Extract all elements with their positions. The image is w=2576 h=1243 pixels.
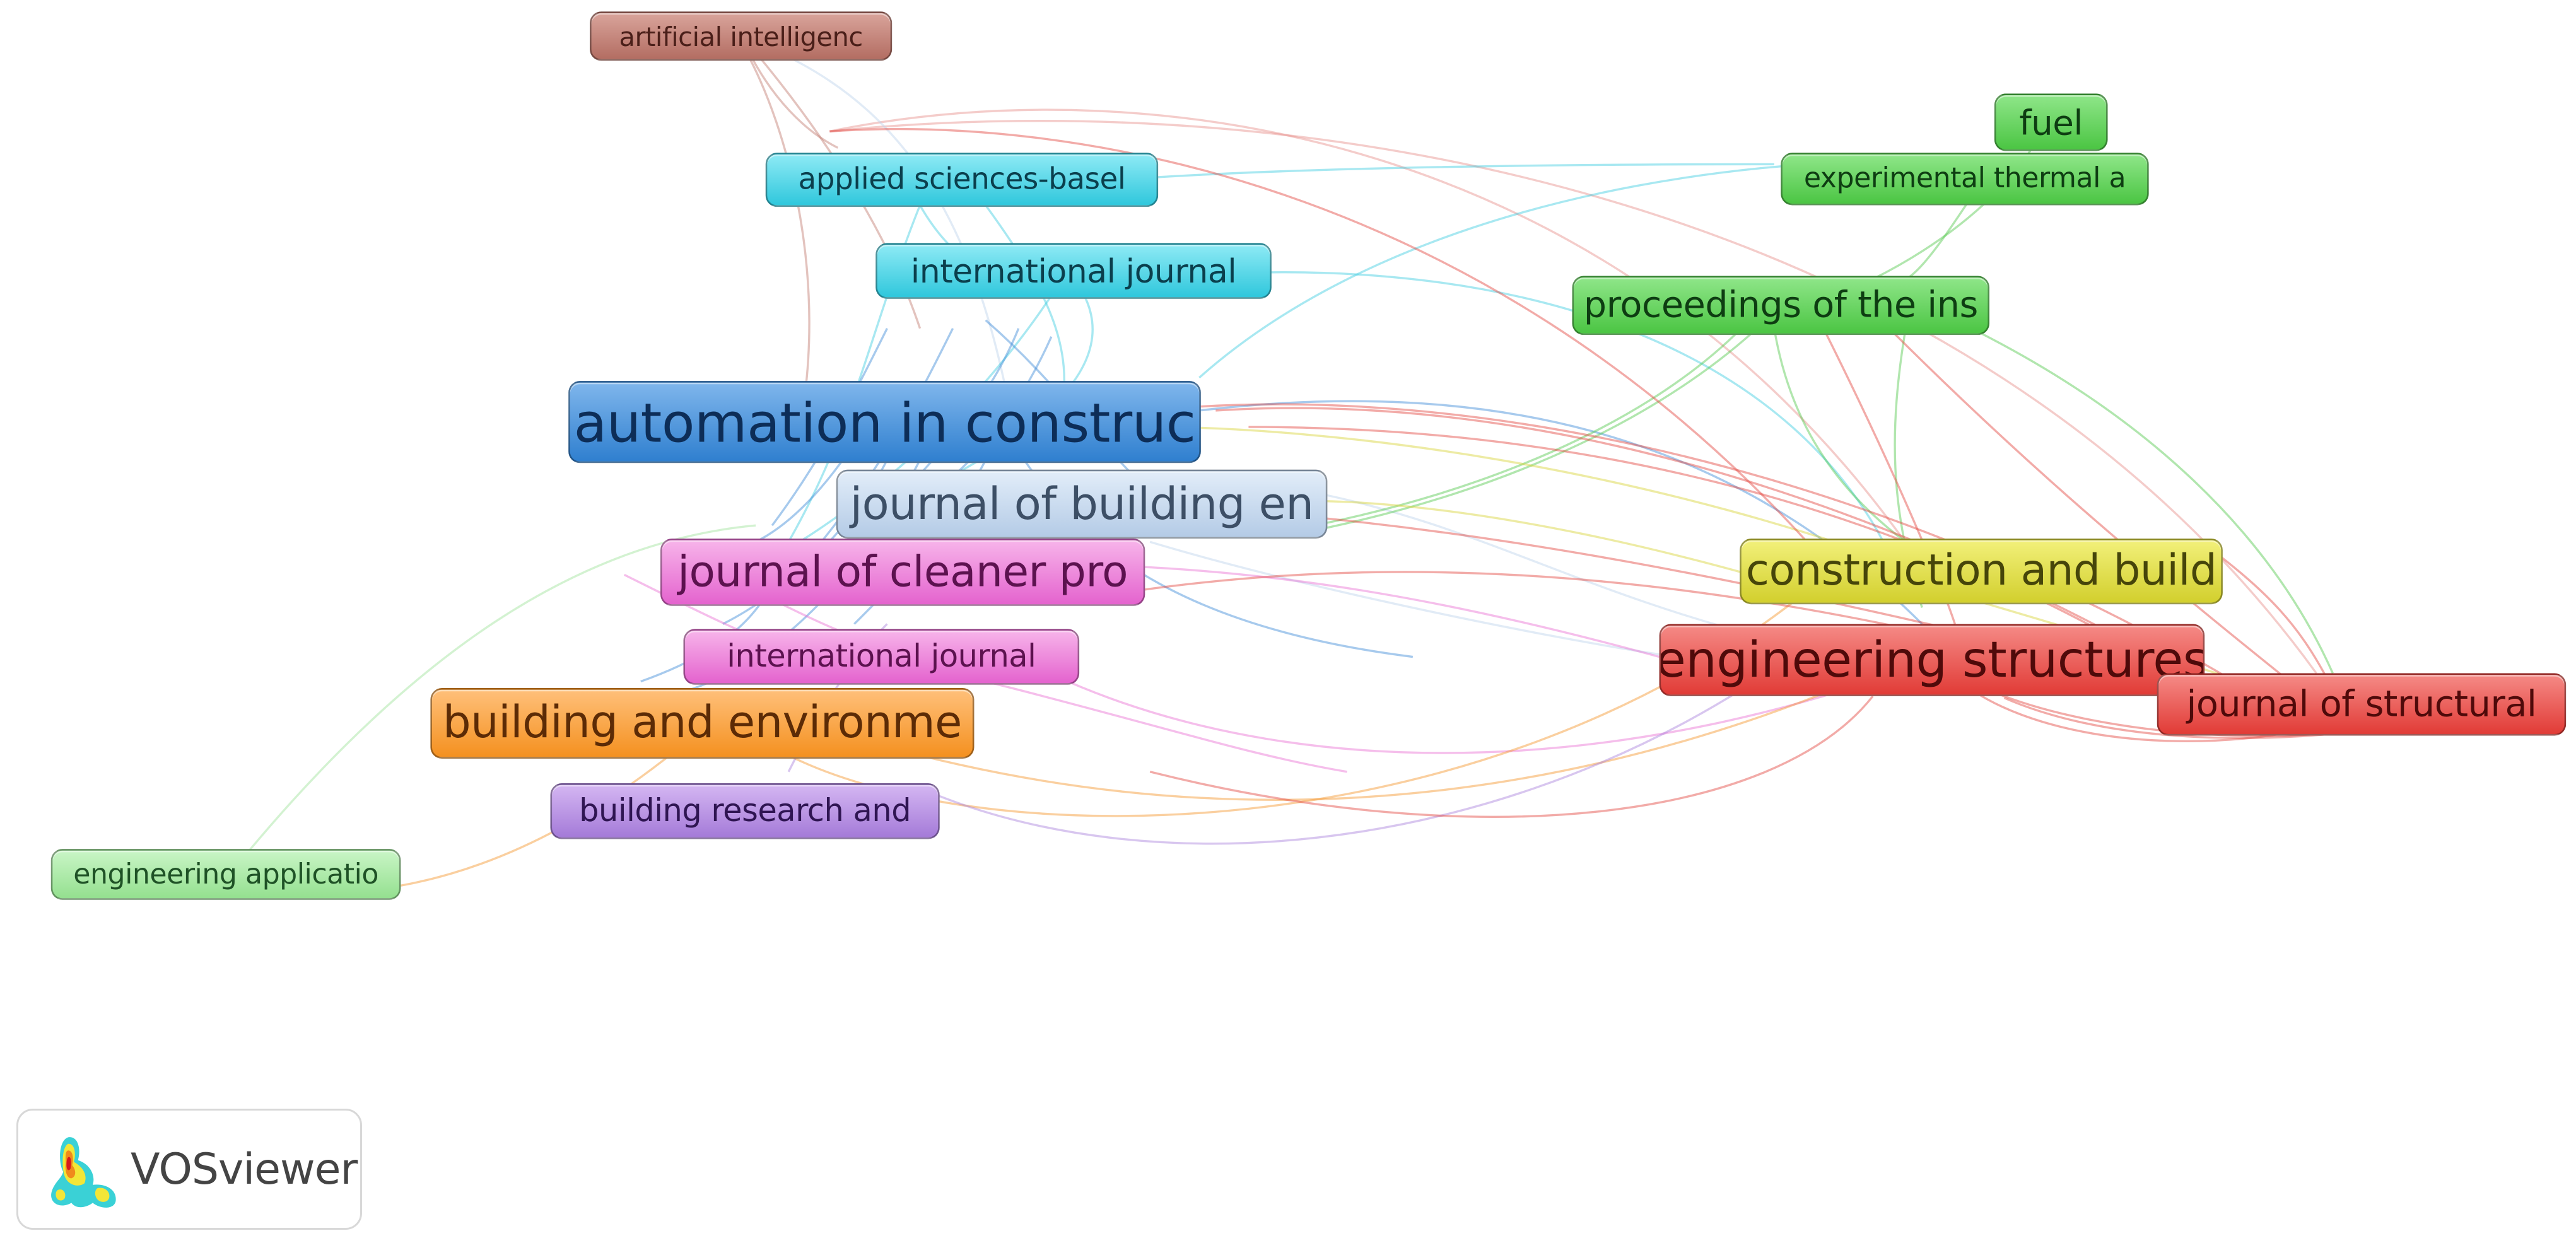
node-label: engineering applicatio: [73, 858, 378, 891]
link: [1149, 695, 1874, 818]
link: [1198, 163, 1808, 379]
node-label: proceedings of the ins: [1583, 284, 1979, 326]
node-building-and-environment[interactable]: building and environme: [430, 687, 975, 759]
node-label: construction and build: [1745, 547, 2217, 597]
node-proceedings-of-the-institution[interactable]: proceedings of the ins: [1572, 276, 1990, 336]
node-journal-of-cleaner-production[interactable]: journal of cleaner pro: [660, 539, 1145, 606]
link: [1314, 491, 1775, 642]
node-label: fuel: [2019, 102, 2083, 143]
link: [1149, 540, 1676, 658]
link: [1067, 655, 1939, 754]
node-label: journal of building en: [850, 479, 1314, 530]
node-journal-of-structural[interactable]: journal of structural: [2157, 673, 2567, 736]
link: [1314, 327, 1742, 527]
link: [1248, 426, 2202, 691]
node-label: building and environme: [442, 697, 962, 749]
node-label: journal of structural: [2186, 684, 2537, 725]
node-label: building research and: [579, 793, 911, 829]
link: [746, 54, 811, 395]
link: [2201, 540, 2334, 691]
brand-name: VOSviewer: [131, 1145, 358, 1194]
node-label: applied sciences-basel: [798, 162, 1126, 197]
link: [829, 127, 1808, 543]
link: [1773, 328, 1907, 543]
link: [919, 689, 1742, 845]
node-international-journal-pink[interactable]: international journal: [683, 629, 1080, 685]
node-label: experimental thermal a: [1803, 162, 2126, 195]
node-international-journal-cyan[interactable]: international journal: [875, 243, 1272, 299]
link: [829, 120, 2317, 674]
link: [1970, 327, 2334, 674]
link: [829, 108, 1940, 592]
node-engineering-applications[interactable]: engineering applicatio: [50, 849, 401, 900]
node-journal-of-building-engineering[interactable]: journal of building en: [836, 469, 1328, 539]
link: [746, 49, 839, 149]
node-artificial-intelligence[interactable]: artificial intelligenc: [590, 11, 893, 61]
node-label: journal of cleaner pro: [677, 547, 1128, 597]
link: [1888, 327, 2301, 691]
node-engineering-structures[interactable]: engineering structures: [1659, 624, 2205, 697]
node-label: international journal: [910, 251, 1237, 291]
node-label: artificial intelligenc: [619, 20, 863, 52]
link: [920, 672, 1873, 801]
node-label: international journal: [727, 638, 1036, 675]
node-label: engineering structures: [1659, 631, 2205, 689]
node-building-research-and[interactable]: building research and: [550, 783, 940, 839]
vosviewer-logo-icon: [51, 1137, 116, 1208]
link: [394, 738, 691, 888]
link: [1133, 565, 1660, 658]
node-automation-in-construction[interactable]: automation in construc: [568, 381, 1201, 464]
link: [1297, 311, 1776, 535]
node-fuel[interactable]: fuel: [1994, 93, 2108, 151]
link: [1888, 196, 1972, 284]
vosviewer-brand-badge: VOSviewer: [16, 1109, 362, 1230]
node-experimental-thermal[interactable]: experimental thermal a: [1781, 153, 2149, 206]
node-construction-and-building[interactable]: construction and build: [1740, 539, 2223, 605]
node-label: automation in construc: [573, 390, 1196, 454]
link: [985, 680, 1347, 773]
node-applied-sciences-basel[interactable]: applied sciences-basel: [765, 153, 1159, 207]
